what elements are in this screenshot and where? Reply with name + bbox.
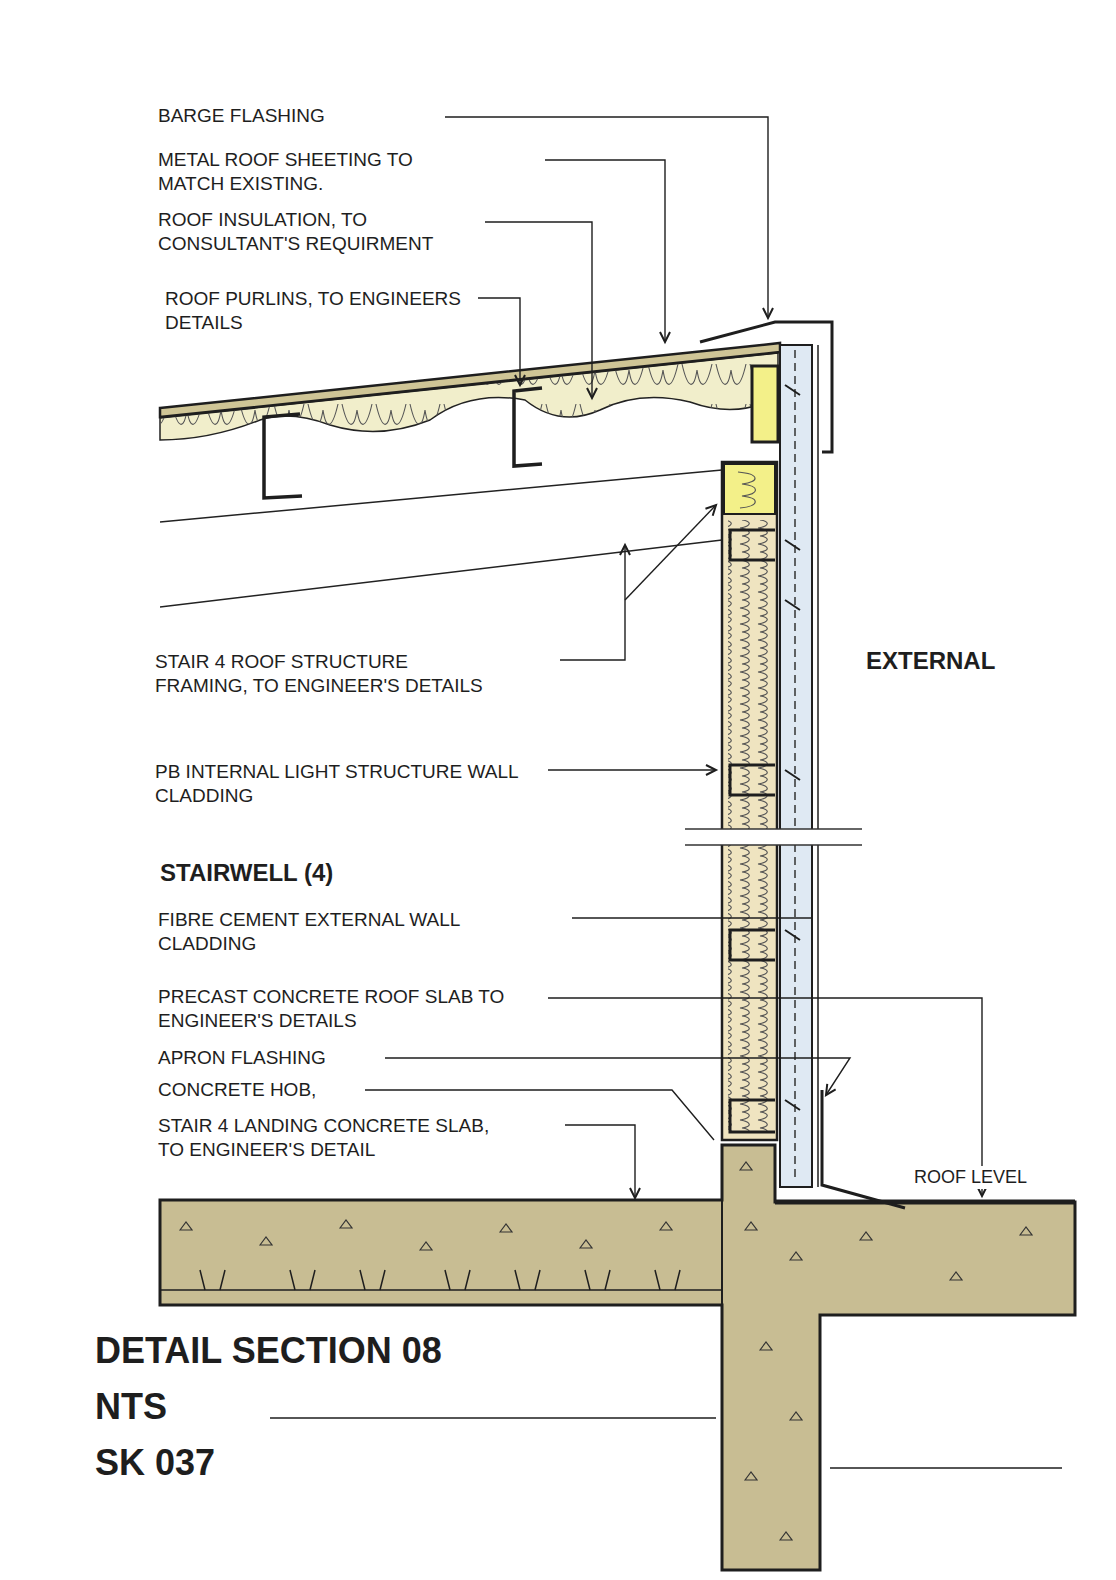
callout-label: BARGE FLASHING — [158, 104, 325, 128]
scale-note: NTS — [95, 1384, 167, 1429]
space-name: STAIRWELL (4) — [160, 858, 333, 888]
sheet-number: SK 037 — [95, 1440, 215, 1485]
callout-label: ROOF PURLINS, TO ENGINEERS DETAILS — [165, 287, 465, 335]
callout-label: METAL ROOF SHEETING TO MATCH EXISTING. — [158, 148, 418, 196]
callout-label: APRON FLASHING — [158, 1046, 326, 1070]
drawing-title: DETAIL SECTION 08 — [95, 1328, 442, 1373]
callout-label: FIBRE CEMENT EXTERNAL WALL CLADDING — [158, 908, 558, 956]
callout-label: ROOF INSULATION, TO CONSULTANT'S REQUIRM… — [158, 208, 458, 256]
zone-label: EXTERNAL — [866, 646, 995, 676]
callout-label: CONCRETE HOB, — [158, 1078, 316, 1102]
callout-label: PB INTERNAL LIGHT STRUCTURE WALL CLADDIN… — [155, 760, 535, 808]
level-label: ROOF LEVEL — [912, 1166, 1029, 1189]
callout-label: STAIR 4 ROOF STRUCTURE FRAMING, TO ENGIN… — [155, 650, 485, 698]
callout-label: PRECAST CONCRETE ROOF SLAB TO ENGINEER'S… — [158, 985, 518, 1033]
callout-label: STAIR 4 LANDING CONCRETE SLAB, TO ENGINE… — [158, 1114, 518, 1162]
